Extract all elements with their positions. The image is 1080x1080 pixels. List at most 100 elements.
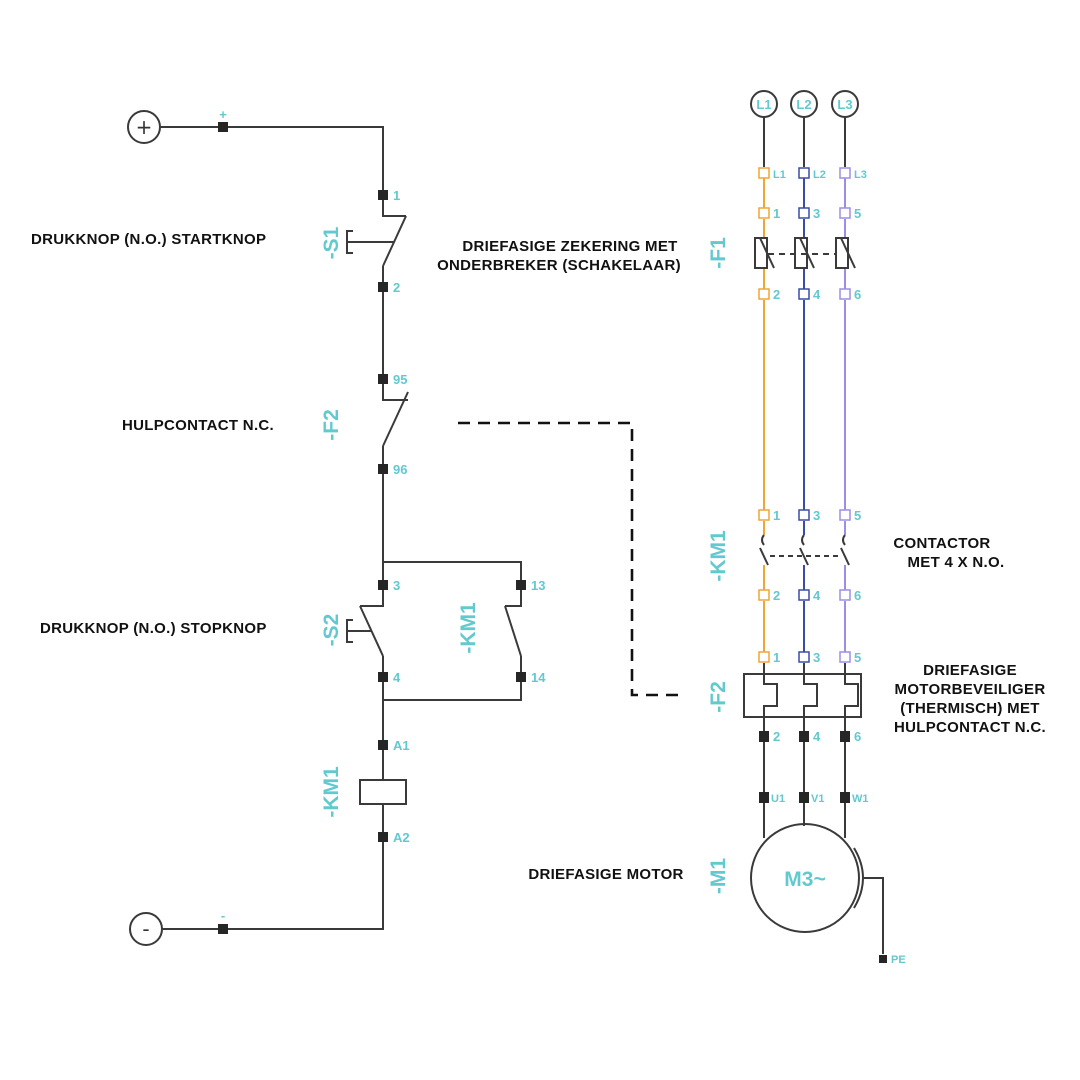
s2-upper-lead xyxy=(360,590,384,607)
f2-terminal-95-label: 95 xyxy=(393,372,407,387)
terminal-f1-out-1-label: 2 xyxy=(773,287,780,302)
km1-main-contacts xyxy=(759,534,850,566)
terminal-f1-out-2-label: 4 xyxy=(813,287,821,302)
s1-description: DRUKKNOP (N.O.) STARTKNOP xyxy=(31,231,266,248)
coil-a2-label: A2 xyxy=(393,830,410,845)
plus-supply-wire xyxy=(160,126,384,190)
terminal-f2-in-3 xyxy=(839,651,851,663)
terminal-f1-out-3 xyxy=(839,288,851,300)
terminal-f2-in-3-label: 5 xyxy=(854,650,861,665)
phase-l3-label: L3 xyxy=(837,97,852,112)
terminal-km1-out-2-label: 4 xyxy=(813,588,821,603)
motor-circle xyxy=(750,823,860,933)
terminal-km1-in-3 xyxy=(839,509,851,521)
terminal-supply-2 xyxy=(798,167,810,179)
f1-switch-l1 xyxy=(759,237,775,269)
f2-overload-box xyxy=(743,673,862,718)
terminal-supply-3-label: L3 xyxy=(854,169,867,181)
coil-a1-label: A1 xyxy=(393,738,410,753)
f2-description-line3: (THERMISCH) MET xyxy=(900,700,1040,717)
minus-terminal-label: - xyxy=(221,908,225,923)
terminal-f1-out-2 xyxy=(798,288,810,300)
f1-description-line2: ONDERBREKER (SCHAKELAAR) xyxy=(437,257,681,274)
s1-terminal-1-label: 1 xyxy=(393,188,400,203)
terminal-pe xyxy=(879,955,887,963)
terminal-f2-out-2-label: 4 xyxy=(813,729,821,744)
km1-contact-l3 xyxy=(840,534,850,566)
motor-terminal-v1-label: V1 xyxy=(811,793,824,805)
f1-switch-l3 xyxy=(840,237,856,269)
motor-symbol-label: M3~ xyxy=(784,868,825,891)
s1-upper-lead xyxy=(382,200,406,217)
terminal-km1-out-1 xyxy=(758,589,770,601)
f2-description-line4: HULPCONTACT N.C. xyxy=(894,719,1046,736)
motor-terminals xyxy=(759,792,887,963)
terminal-f1-in-2 xyxy=(798,207,810,219)
km1-aux-tag: -KM1 xyxy=(457,602,480,654)
f2-terminal-96-label: 96 xyxy=(393,462,407,477)
terminal-supply-1 xyxy=(758,167,770,179)
motor-symbol xyxy=(750,803,884,954)
control-terminals xyxy=(218,122,526,934)
terminal-s2-3 xyxy=(378,580,388,590)
motor-description: DRIEFASIGE MOTOR xyxy=(528,866,683,883)
terminal-f2-out-2 xyxy=(799,731,809,742)
terminal-f2-out-1 xyxy=(759,731,769,742)
terminal-supply-2-label: L2 xyxy=(813,169,826,181)
s2-terminal-3-label: 3 xyxy=(393,578,400,593)
f2-element-l3 xyxy=(844,674,859,717)
f2-aux-description: HULPCONTACT N.C. xyxy=(122,417,274,434)
km1-coil xyxy=(359,779,407,805)
terminal-f2-in-2-label: 3 xyxy=(813,650,820,665)
terminal-km1-in-1-label: 1 xyxy=(773,508,780,523)
f1-tag: -F1 xyxy=(707,237,730,269)
terminal-km1-13 xyxy=(516,580,526,590)
power-circuit xyxy=(743,90,884,954)
terminal-a2 xyxy=(378,832,388,842)
km1-contact-l2 xyxy=(799,534,809,566)
s1-contact-blade xyxy=(382,215,407,267)
terminal-f1-in-3 xyxy=(839,207,851,219)
plus-supply-circle xyxy=(127,110,161,144)
s2-description: DRUKKNOP (N.O.) STOPKNOP xyxy=(40,620,267,637)
f2-thermal-overload xyxy=(743,663,862,792)
terminal-km1-out-2 xyxy=(798,589,810,601)
f2-element-l2 xyxy=(803,674,818,717)
terminal-v1 xyxy=(799,792,809,803)
minus-supply-wire xyxy=(162,804,384,930)
terminal-km1-out-3-label: 6 xyxy=(854,588,861,603)
phase-l1-label: L1 xyxy=(756,97,771,112)
terminal-km1-14 xyxy=(516,672,526,682)
km1-terminal-14-label: 14 xyxy=(531,670,546,685)
terminal-f2-out-1-label: 2 xyxy=(773,729,780,744)
f1-description-line1: DRIEFASIGE ZEKERING MET xyxy=(462,238,677,255)
minus-symbol: - xyxy=(142,917,149,941)
f2-description-line2: MOTORBEVEILIGER xyxy=(895,681,1046,698)
terminal-km1-out-1-label: 2 xyxy=(773,588,780,603)
terminal-f1-in-1-label: 1 xyxy=(773,206,780,221)
km1-description-line1: CONTACTOR xyxy=(893,535,990,552)
plus-symbol: + xyxy=(136,115,153,139)
pe-label: PE xyxy=(891,954,906,966)
terminal-s2-4 xyxy=(378,672,388,682)
plus-terminal-label: + xyxy=(219,107,227,122)
km1-aux-upper-lead xyxy=(505,590,522,607)
terminal-f1-in-3-label: 5 xyxy=(854,206,861,221)
km1-aux-lower-lead xyxy=(383,656,522,701)
motor-terminal-w1-label: W1 xyxy=(852,793,869,805)
terminal-minus xyxy=(218,924,228,934)
f2-description-line1: DRIEFASIGE xyxy=(923,662,1017,679)
terminal-plus xyxy=(218,122,228,132)
s1-tag: -S1 xyxy=(320,226,343,259)
terminal-f2-in-2 xyxy=(798,651,810,663)
terminal-f2-out-3-label: 6 xyxy=(854,729,861,744)
terminal-s1-1 xyxy=(378,190,388,200)
s1-terminal-2-label: 2 xyxy=(393,280,400,295)
m1-tag: -M1 xyxy=(707,858,730,894)
terminal-f1-in-1 xyxy=(758,207,770,219)
km1-coil-tag: -KM1 xyxy=(320,766,343,818)
s2-tag: -S2 xyxy=(320,614,343,647)
f2-mechanical-link xyxy=(458,421,684,697)
